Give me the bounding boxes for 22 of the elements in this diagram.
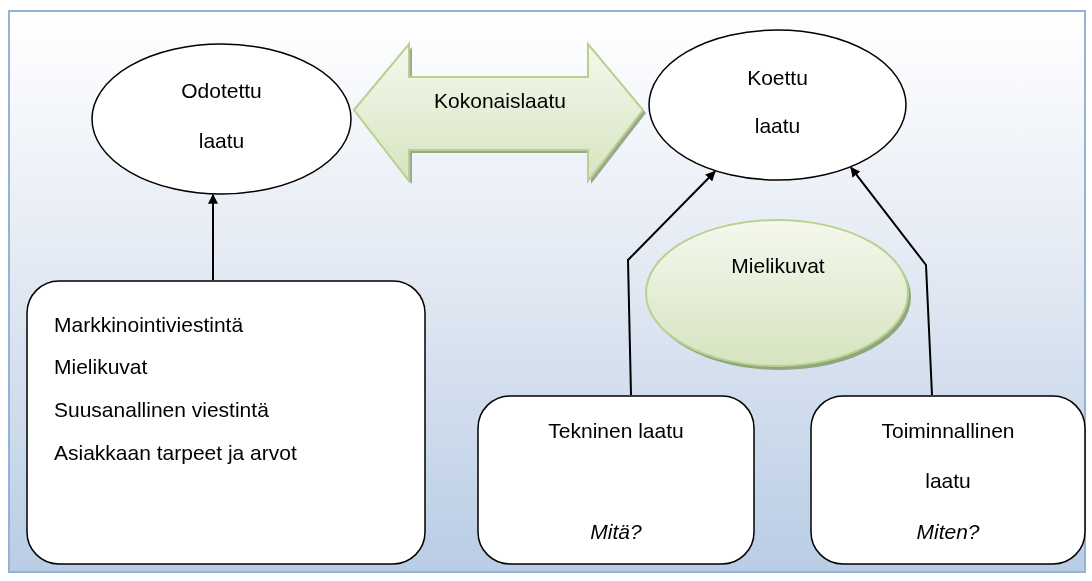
- rounded-box: [26, 280, 426, 565]
- node-label: Toiminnallinen laatu: [880, 418, 1016, 494]
- arrow: [208, 193, 218, 281]
- rounded-box: [477, 395, 755, 565]
- node-label: Odotettu laatu: [180, 78, 263, 154]
- list-item: Markkinointiviestintä: [54, 312, 244, 338]
- double-arrow-shape: [353, 43, 647, 185]
- list-item: Suusanallinen viestintä: [54, 397, 269, 423]
- list-item: Mielikuvat: [54, 354, 148, 380]
- rounded-box: [810, 395, 1086, 565]
- node-label: Miten?: [915, 519, 981, 545]
- ellipse-node: [648, 29, 907, 181]
- node-label: Kokonaislaatu: [433, 88, 567, 114]
- node-label: Mitä?: [589, 519, 643, 545]
- arrow: [850, 166, 933, 396]
- ellipse-node: [91, 43, 352, 195]
- node-label: Tekninen laatu: [547, 418, 685, 444]
- list-item: Asiakkaan tarpeet ja arvot: [54, 440, 297, 466]
- arrow: [627, 170, 716, 396]
- node-label: Koettu laatu: [746, 65, 809, 139]
- ellipse-node: [644, 217, 912, 371]
- node-label: Mielikuvat: [730, 253, 826, 279]
